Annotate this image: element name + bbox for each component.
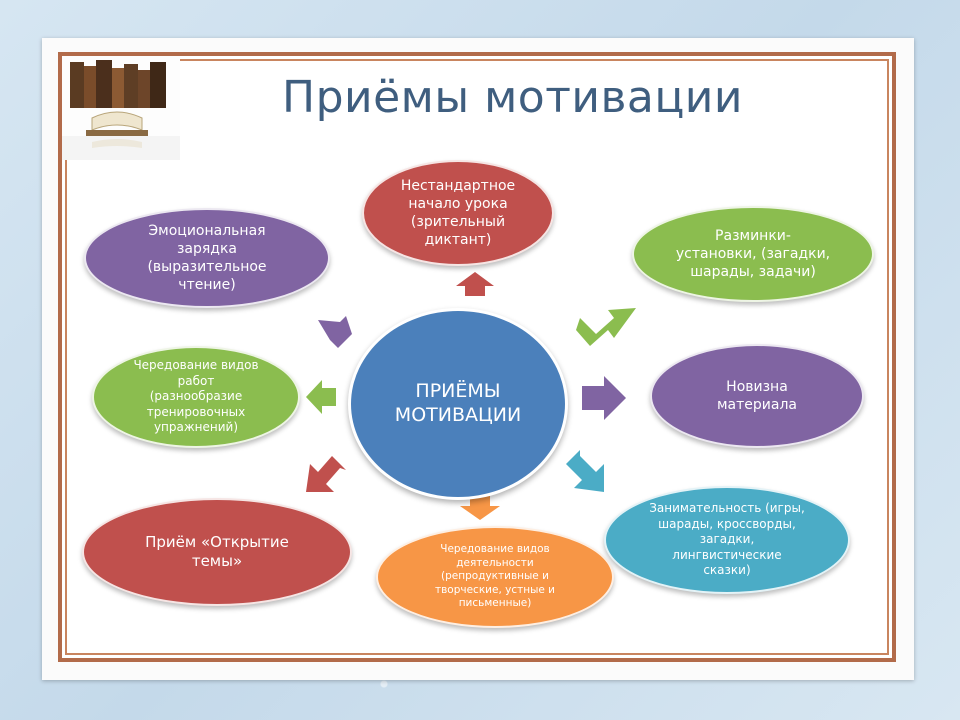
arrow-left <box>306 380 336 414</box>
node-emotional-charge: Эмоциональная зарядка (выразительное чте… <box>84 208 330 308</box>
node-novelty: Новизна материала <box>650 344 864 448</box>
node-entertainment: Занимательность (игры, шарады, кроссворд… <box>604 486 850 594</box>
center-node: ПРИЁМЫ МОТИВАЦИИ <box>348 308 568 500</box>
arrow-lower-left <box>306 456 346 492</box>
books-icon <box>62 56 180 160</box>
arrow-lower-right <box>566 450 604 492</box>
node-work-alternation: Чередование видов работ (разнообразие тр… <box>92 346 300 448</box>
node-warmups: Разминки- установки, (загадки, шарады, з… <box>632 206 874 302</box>
node-nonstandard-start: Нестандартное начало урока (зрительный д… <box>362 160 554 266</box>
arrow-down <box>460 496 500 520</box>
node-activity-alternation: Чередование видов деятельности (репродук… <box>376 526 614 628</box>
arrow-upper-left <box>318 316 352 348</box>
arrow-upper-right <box>576 308 636 346</box>
arrow-right <box>582 376 626 420</box>
node-open-topic: Приём «Открытие темы» <box>82 498 352 606</box>
page-title: Приёмы мотивации <box>282 72 743 123</box>
arrow-up <box>456 272 494 296</box>
